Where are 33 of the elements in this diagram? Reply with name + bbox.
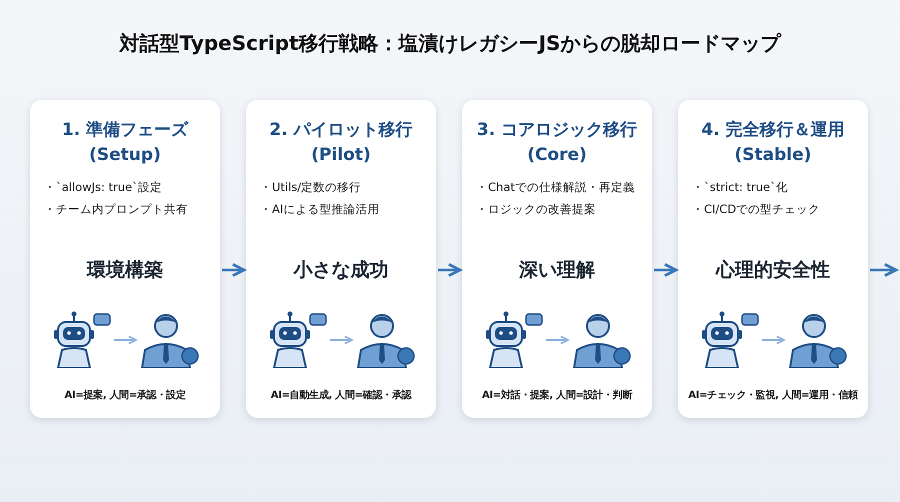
phase-keyword: 心理的安全性: [714, 258, 831, 283]
bullet-item: ・`allowJs: true`設定: [44, 180, 163, 195]
arrow: [114, 336, 137, 344]
arrow: [222, 263, 246, 277]
bullet-item: ・チーム内プロンプト共有: [44, 202, 189, 217]
phase-heading: 3. コアロジック移行 (Core): [476, 119, 638, 167]
phase-heading: 1. 準備フェーズ (Setup): [60, 119, 190, 167]
role-caption: AI=対話・提案, 人間=設計・判断: [480, 388, 634, 402]
bullet-item: ・ロジックの改善提案: [476, 202, 597, 217]
bullet-item: ・AIによる型推論活用: [260, 202, 380, 217]
bullet-item: ・CI/CDでの型チェック: [692, 202, 822, 217]
role-caption: AI=チェック・監視, 人間=運用・信頼: [687, 388, 859, 402]
phase-card: [462, 100, 652, 418]
phase-heading: 4. 完全移行＆運用 (Stable): [700, 119, 846, 167]
arrow: [762, 336, 785, 344]
role-caption: AI=提案, 人間=承認・設定: [64, 388, 186, 402]
phase-keyword: 小さな成功: [292, 258, 390, 283]
phase-keyword: 環境構築: [86, 258, 164, 283]
bullet-item: ・`strict: true`化: [692, 180, 789, 195]
arrow: [654, 263, 678, 277]
role-caption: AI=自動生成, 人間=確認・承認: [270, 388, 413, 402]
phase-card: [30, 100, 220, 418]
bullet-item: ・Utils/定数の移行: [260, 180, 362, 195]
arrow: [870, 263, 898, 277]
arrow: [330, 336, 353, 344]
phase-card: [678, 100, 868, 418]
phase-heading: 2. パイロット移行 (Pilot): [268, 119, 414, 167]
arrow: [438, 263, 462, 277]
arrow: [546, 336, 569, 344]
bullet-item: ・Chatでの仕様解説・再定義: [476, 180, 636, 195]
title: 対話型TypeScript移行戦略：塩漬けレガシーJSからの脱却ロードマップ: [120, 30, 780, 57]
phase-card: [246, 100, 436, 418]
phase-keyword: 深い理解: [518, 258, 596, 283]
